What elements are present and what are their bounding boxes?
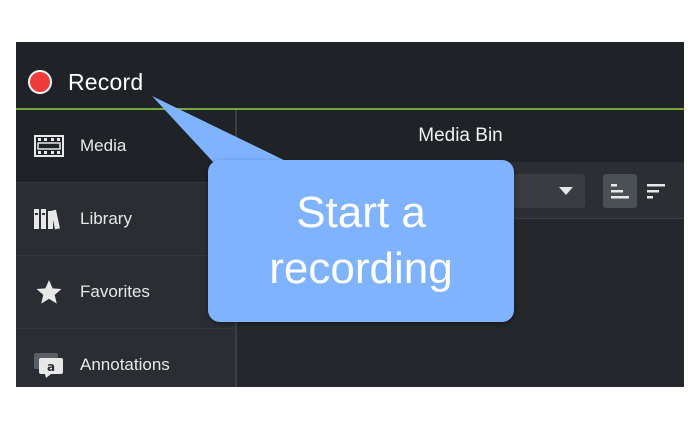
list-view-button[interactable] [603, 174, 637, 208]
sidebar-item-annotations[interactable]: a Annotations [16, 329, 235, 387]
callout-line-1: Start a [296, 188, 426, 237]
sidebar-item-label: Annotations [80, 355, 170, 374]
chevron-down-icon [559, 187, 573, 195]
sidebar-item-favorites[interactable]: Favorites [16, 256, 235, 329]
sidebar-item-media[interactable]: Media [16, 110, 235, 183]
record-label: Record [68, 68, 144, 95]
sidebar: Media Library Favorites [16, 110, 237, 387]
callout-tooltip: Start a recording [208, 160, 514, 322]
record-button[interactable]: Record [22, 62, 143, 102]
sidebar-item-label: Library [80, 209, 132, 228]
star-icon [32, 279, 66, 305]
svg-text:a: a [47, 360, 55, 374]
film-icon [32, 133, 66, 159]
sidebar-item-library[interactable]: Library [16, 183, 235, 256]
record-dot-icon [28, 70, 52, 94]
sidebar-item-label: Media [80, 136, 127, 155]
sort-icon [647, 184, 665, 199]
books-icon [32, 206, 66, 232]
sidebar-item-label: Favorites [80, 282, 150, 301]
annotation-icon: a [32, 352, 66, 378]
top-bar: Record [16, 42, 684, 110]
panel-title: Media Bin [237, 110, 684, 162]
sort-view-button[interactable] [639, 174, 673, 208]
list-view-icon [611, 184, 629, 199]
callout-line-2: recording [269, 244, 453, 293]
